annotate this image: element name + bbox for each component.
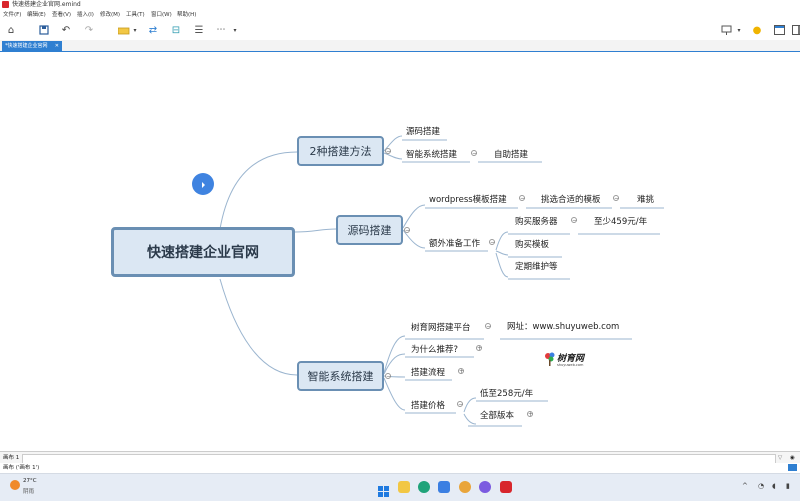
menu-view[interactable]: 查看(V) — [52, 10, 71, 20]
topic-branch3-label: 智能系统搭建 — [308, 368, 374, 384]
menu-tools[interactable]: 工具(T) — [126, 10, 145, 20]
chevron-down-icon[interactable]: ▾ — [735, 23, 743, 37]
menu-window[interactable]: 窗口(W) — [151, 10, 172, 20]
redo-icon[interactable]: ↷ — [82, 23, 96, 37]
subtopic-hard-choose[interactable]: 难挑 — [637, 193, 654, 205]
weather-temp: 27°C — [23, 478, 37, 484]
mindmap-app-icon[interactable] — [500, 481, 512, 493]
status-text: 画布 ('画布 1') — [3, 463, 39, 473]
topic-branch2-label: 源码搭建 — [348, 222, 392, 238]
sidebar-toggle-icon[interactable] — [790, 23, 800, 37]
weather-icon[interactable] — [10, 480, 20, 490]
store-icon[interactable] — [438, 481, 450, 493]
subtopic-website-url[interactable]: 网址：www.shuyuweb.com — [507, 320, 619, 332]
chevron-down-icon[interactable]: ▾ — [131, 23, 139, 37]
more-icon[interactable]: ⋯ — [214, 23, 228, 37]
tab-label: *快速搭建企业官网 — [5, 43, 48, 49]
close-icon[interactable]: ✕ — [55, 41, 59, 51]
subtopic-server-price[interactable]: 至少459元/年 — [594, 215, 647, 227]
subtopic-all-versions[interactable]: 全部版本 — [480, 409, 514, 421]
subtopic-source-build[interactable]: 源码搭建 — [406, 125, 440, 137]
collapse-icon[interactable]: − — [489, 239, 495, 245]
title-bar: 快速搭建企业官网.emind — [0, 0, 800, 10]
status-bar: 画布 ('画布 1') — [0, 463, 800, 473]
menu-modify[interactable]: 修改(M) — [100, 10, 120, 20]
subtopic-process[interactable]: 搭建流程 — [411, 366, 445, 378]
subtopic-self-build[interactable]: 自助搭建 — [494, 148, 528, 160]
lightbulb-icon[interactable]: ● — [750, 23, 764, 37]
subtopic-smart-system[interactable]: 智能系统搭建 — [406, 148, 457, 160]
subtopic-wordpress[interactable]: wordpress模板搭建 — [429, 193, 507, 205]
summary-icon[interactable]: ☰ — [192, 23, 206, 37]
edge-icon[interactable] — [418, 481, 430, 493]
subtopic-buy-server[interactable]: 购买服务器 — [515, 215, 558, 227]
battery-icon[interactable]: ▮ — [786, 482, 790, 490]
home-icon[interactable]: ⌂ — [4, 23, 18, 37]
tab-strip — [0, 40, 800, 52]
collapse-icon[interactable]: − — [519, 195, 525, 201]
collapse-icon[interactable]: − — [485, 323, 491, 329]
shuyuweb-logo: 树育网 shuyuweb.com — [544, 351, 592, 371]
subtopic-extra-prep[interactable]: 额外准备工作 — [429, 237, 480, 249]
chevron-down-icon[interactable]: ▾ — [231, 23, 239, 37]
expand-icon[interactable]: + — [527, 411, 533, 417]
cursor-icon — [202, 182, 205, 188]
root-topic[interactable]: 快速搭建企业官网 — [111, 227, 295, 277]
tab-document[interactable]: *快速搭建企业官网 ✕ — [2, 41, 62, 51]
network-icon[interactable]: ◔ — [758, 482, 764, 490]
menu-file[interactable]: 文件(F) — [3, 10, 21, 20]
collapse-icon[interactable]: − — [404, 227, 410, 233]
expand-icon[interactable]: + — [458, 368, 464, 374]
menu-bar: 文件(F) 编辑(E) 查看(V) 插入(I) 修改(M) 工具(T) 窗口(W… — [0, 10, 800, 20]
mindmap-canvas[interactable]: 快速搭建企业官网 2种搭建方法 − 源码搭建 智能系统搭建 − 自助搭建 源码搭… — [0, 52, 800, 450]
app-icon-purple[interactable] — [479, 481, 491, 493]
topic-branch2[interactable]: 源码搭建 — [336, 215, 403, 245]
panel-icon[interactable] — [772, 23, 786, 37]
presentation-icon[interactable] — [719, 23, 733, 37]
menu-edit[interactable]: 编辑(E) — [27, 10, 46, 20]
expand-icon[interactable]: + — [476, 345, 482, 351]
topic-branch1-label: 2种搭建方法 — [310, 143, 372, 159]
collapse-icon[interactable]: − — [385, 148, 391, 154]
chrome-icon[interactable] — [459, 481, 471, 493]
topic-branch1[interactable]: 2种搭建方法 — [297, 136, 384, 166]
subtopic-why-recommend[interactable]: 为什么推荐? — [411, 343, 458, 355]
boundary-icon[interactable]: ⊟ — [169, 23, 183, 37]
menu-help[interactable]: 帮助(H) — [177, 10, 196, 20]
zoom-icon[interactable] — [788, 464, 797, 471]
undo-icon[interactable]: ↶ — [59, 23, 73, 37]
collapse-icon[interactable]: − — [571, 217, 577, 223]
collapse-icon[interactable]: − — [385, 373, 391, 379]
root-topic-label: 快速搭建企业官网 — [147, 242, 259, 262]
subtopic-pricing[interactable]: 搭建价格 — [411, 399, 445, 411]
menu-insert[interactable]: 插入(I) — [77, 10, 94, 20]
collapse-icon[interactable]: − — [613, 195, 619, 201]
collapse-icon[interactable]: − — [457, 401, 463, 407]
topic-style-icon[interactable] — [117, 23, 131, 37]
window-title: 快速搭建企业官网.emind — [12, 0, 81, 10]
subtopic-choose-template[interactable]: 挑选合适的模板 — [541, 193, 601, 205]
subtopic-maintenance[interactable]: 定期维护等 — [515, 260, 558, 272]
tray-chevron-icon[interactable]: ^ — [742, 482, 748, 490]
weather-desc: 阴雨 — [23, 487, 34, 495]
subtopic-platform[interactable]: 树育网搭建平台 — [411, 321, 471, 333]
save-icon[interactable] — [37, 23, 51, 37]
relationship-icon[interactable]: ⇄ — [146, 23, 160, 37]
topic-branch3[interactable]: 智能系统搭建 — [297, 361, 384, 391]
taskbar: 27°C 阴雨 ^ ◔ ◖ ▮ — [0, 473, 800, 501]
collapse-icon[interactable]: − — [471, 150, 477, 156]
subtopic-buy-template[interactable]: 购买模板 — [515, 238, 549, 250]
file-explorer-icon[interactable] — [398, 481, 410, 493]
toolbar: ⌂ ↶ ↷ ▾ ⇄ ⊟ ☰ ⋯ ▾ ▾ ● — [0, 20, 800, 40]
logo-url: shuyuweb.com — [557, 363, 583, 367]
start-icon[interactable] — [378, 482, 389, 493]
volume-icon[interactable]: ◖ — [772, 482, 776, 490]
subtopic-min-price[interactable]: 低至258元/年 — [480, 387, 533, 399]
tree-logo-icon — [544, 352, 556, 366]
app-icon — [2, 1, 9, 8]
